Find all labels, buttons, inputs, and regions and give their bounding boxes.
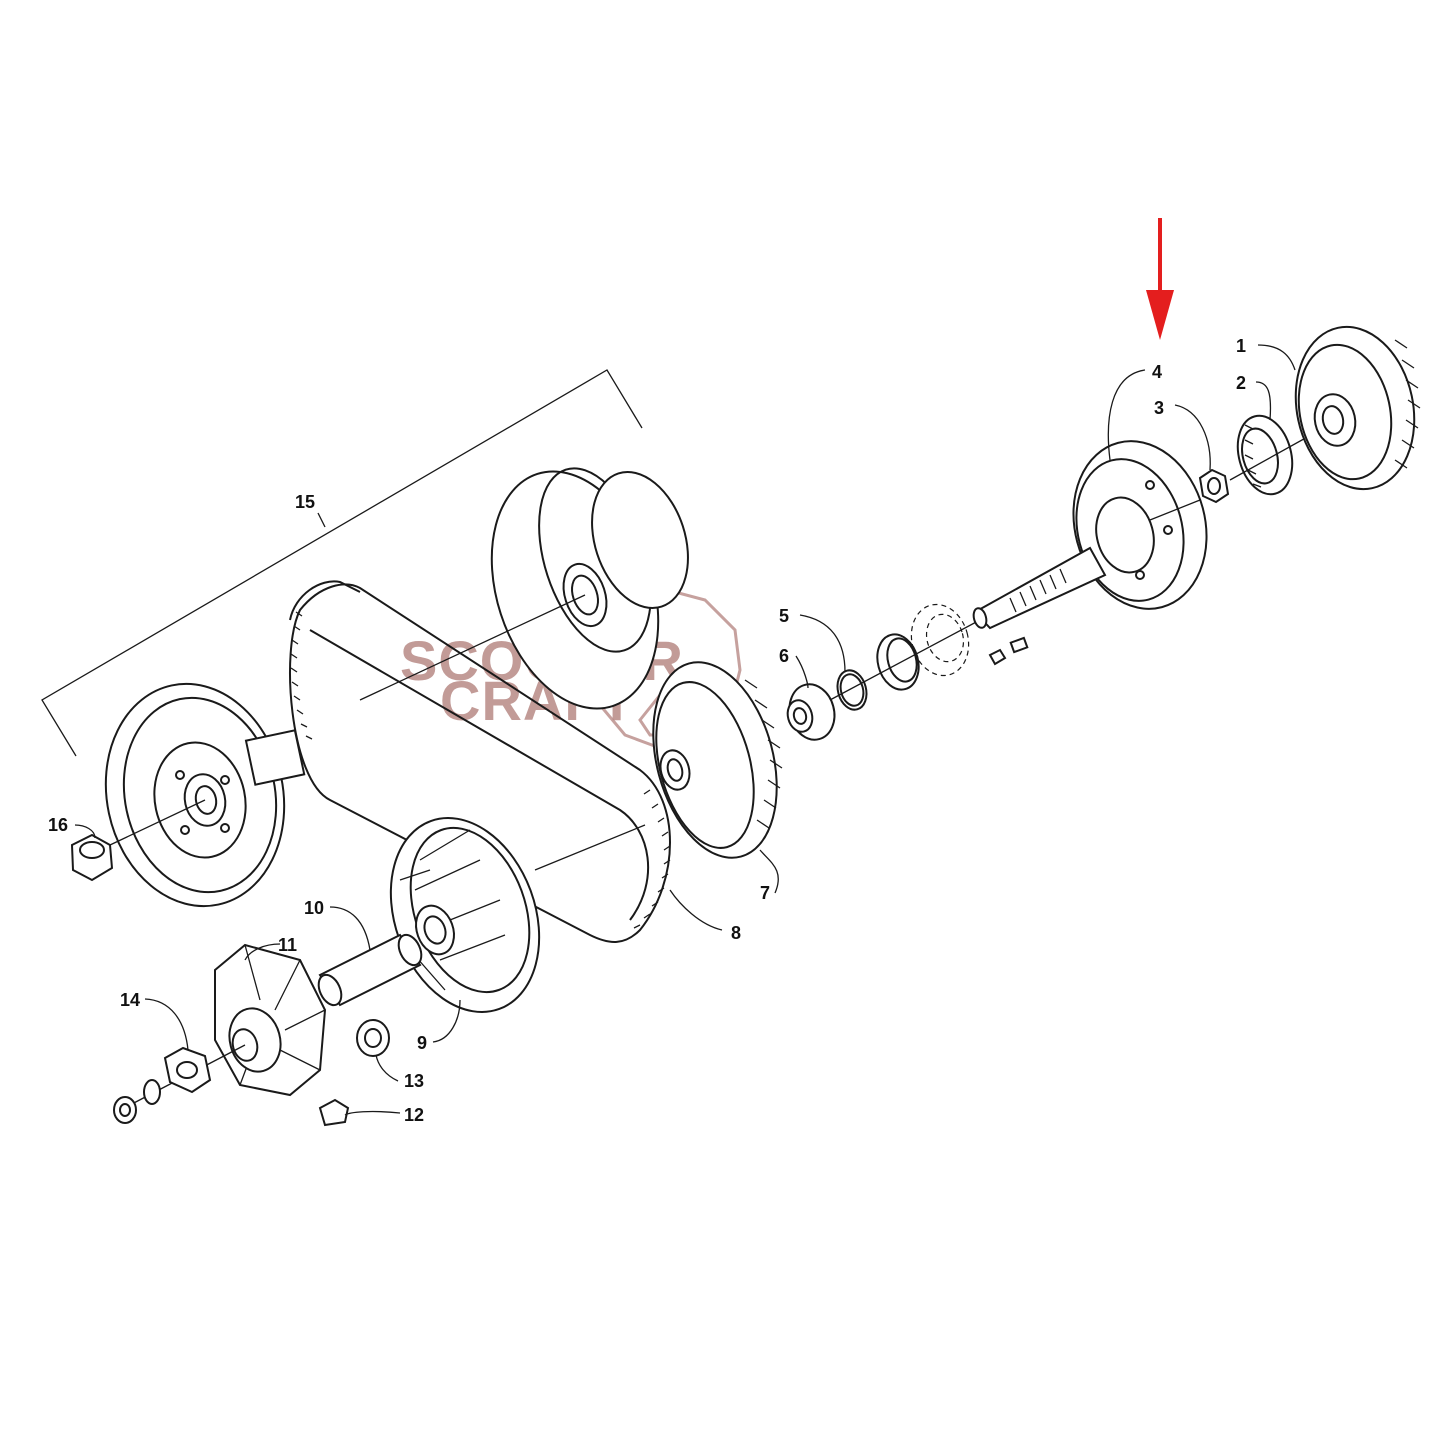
- ramp-plate-11: [129, 943, 327, 1106]
- callout-1: 1: [1236, 336, 1246, 356]
- nut-16: [70, 833, 114, 882]
- bearing-6: [786, 683, 836, 741]
- movable-drive-half-9: [389, 817, 646, 1013]
- o-ring-5: [836, 669, 868, 711]
- nut-3: [1198, 468, 1230, 504]
- callout-2: 2: [1236, 373, 1246, 393]
- nut-14-washers: [113, 1046, 212, 1124]
- fixed-drive-half-7: [652, 661, 783, 859]
- callout-15: 15: [295, 492, 315, 512]
- callout-5: 5: [779, 606, 789, 626]
- callout-6: 6: [779, 646, 789, 666]
- needle-bearing-cage: [829, 603, 1029, 701]
- clutch-assembly-1: [1294, 325, 1421, 491]
- callout-14: 14: [120, 990, 140, 1010]
- red-arrow-indicator: [1146, 218, 1174, 340]
- callout-13: 13: [404, 1071, 424, 1091]
- callout-3: 3: [1154, 398, 1164, 418]
- drive-belt: [289, 580, 671, 943]
- sleeve-bushing-10: [317, 933, 423, 1007]
- slider-12: [318, 1098, 350, 1127]
- clutch-bell-4: [972, 440, 1208, 630]
- driven-clutch-bell: [104, 682, 306, 908]
- callout-16: 16: [48, 815, 68, 835]
- leader-lines: [74, 344, 1296, 1116]
- roller-weight-13: [356, 1019, 390, 1057]
- callout-labels: 1 2 3 4 5 6 7 8 9 10 11 12 13 14 15 16: [48, 336, 1246, 1125]
- callout-11: 11: [278, 935, 297, 955]
- driven-pulley-outer-half: [359, 467, 689, 710]
- callout-8: 8: [731, 923, 741, 943]
- callout-7: 7: [760, 883, 770, 903]
- callout-4: 4: [1152, 362, 1162, 382]
- callout-12: 12: [404, 1105, 424, 1125]
- callout-10: 10: [304, 898, 324, 918]
- callout-9: 9: [417, 1033, 427, 1053]
- kit-bracket-15: [41, 369, 643, 757]
